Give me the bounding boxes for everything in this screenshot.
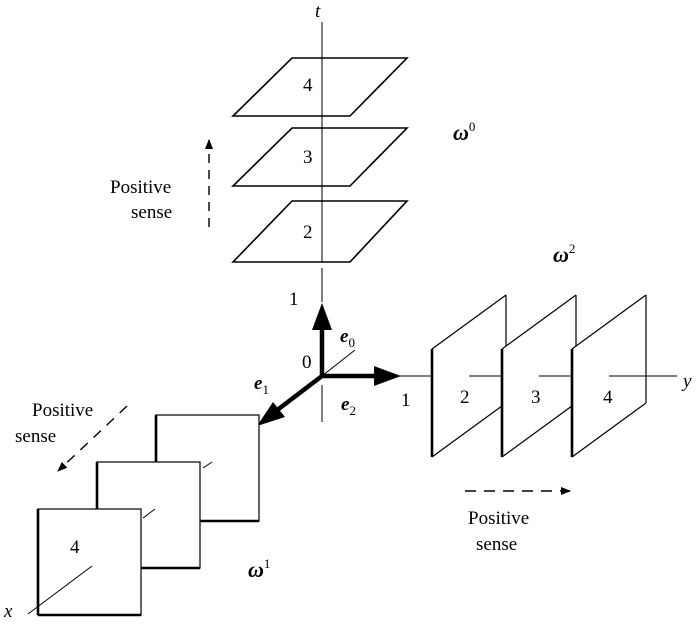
x-plane-4: 4: [27, 508, 142, 617]
positive-sense-y-line2: sense: [476, 534, 517, 555]
x-plane-label: 4: [70, 537, 80, 558]
omega-2-label: ω2: [553, 241, 575, 267]
basis-vectors: 0 e0 e1 e2 1: [254, 303, 432, 426]
omega-0-label: ω0: [453, 119, 475, 145]
y-plane-label: 4: [603, 387, 613, 408]
positive-sense-x-line1: Positive: [32, 400, 93, 421]
e2-label: e2: [341, 394, 356, 418]
y-plane-label: 2: [460, 387, 470, 408]
e0-label: e0: [340, 326, 355, 350]
y-axis-group: 2 3 4 y ω2 Positive sense: [430, 241, 692, 555]
t-plane-label: 3: [303, 147, 313, 168]
x-axis-behind-origin: [321, 349, 356, 377]
x-axis-group: 4 x ω1 Positive sense: [3, 400, 270, 622]
y-unit-label: 1: [401, 390, 411, 411]
t-axis-label: t: [315, 1, 321, 22]
e1-arrow-shaft: [270, 374, 324, 416]
y-plane-4: 4: [570, 294, 677, 458]
y-plane-3: 3: [500, 294, 577, 458]
e1-label: e1: [254, 373, 269, 397]
t-plane-3: 3: [231, 127, 409, 187]
positive-sense-t-line2: sense: [131, 202, 172, 223]
t-axis-group: 4 3 2 t 1 Positive sense ω0: [110, 1, 475, 422]
y-plane-2: 2: [430, 294, 507, 458]
origin-label: 0: [302, 352, 312, 373]
positive-sense-x-arrow: [57, 405, 128, 472]
positive-sense-y-line1: Positive: [468, 508, 529, 529]
e0-arrowhead: [312, 303, 332, 330]
t-plane-2: 2: [231, 200, 409, 263]
t-plane-4: 4: [231, 57, 409, 117]
e2-arrowhead: [374, 366, 401, 386]
y-plane-label: 3: [531, 387, 541, 408]
y-axis-label: y: [681, 371, 692, 392]
positive-sense-x-line2: sense: [15, 426, 56, 447]
t-plane-label: 4: [303, 75, 313, 96]
x-axis-label: x: [3, 601, 13, 622]
t-unit-label: 1: [289, 289, 299, 310]
positive-sense-t-line1: Positive: [110, 177, 171, 198]
omega-1-label: ω1: [248, 556, 270, 582]
t-plane-label: 2: [303, 222, 313, 243]
e1-arrowhead: [257, 402, 285, 426]
